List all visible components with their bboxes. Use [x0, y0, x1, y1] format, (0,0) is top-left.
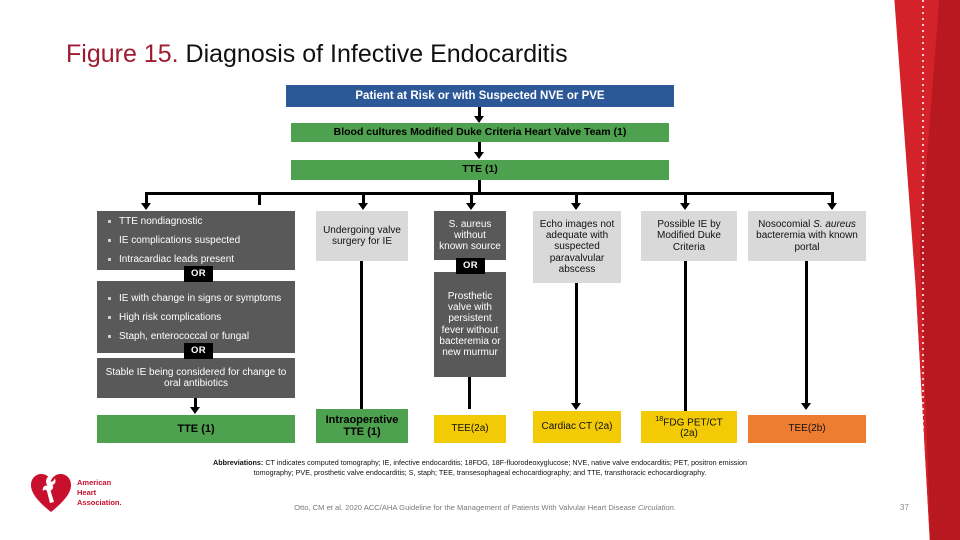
bracket-stem [478, 180, 481, 194]
bracket-drop-5 [575, 192, 578, 205]
abbreviations-label: Abbreviations: [213, 458, 264, 467]
arrow-to-col5 [680, 203, 690, 210]
col3-criteria-block-1: S. aureus without known source [434, 211, 506, 260]
col5-connector-to-result [684, 261, 687, 411]
figure-number: Figure 15. [66, 40, 179, 68]
col3-or-badge: OR [456, 258, 486, 274]
col6-result-box: TEE(2b) [748, 415, 866, 443]
col1-arrow-to-result [190, 407, 200, 414]
col2-criteria-block-1: Undergoing valve surgery for IE [316, 211, 408, 261]
col1-criteria-block-2: IE with change in signs or symptoms High… [97, 281, 295, 353]
col5-result-box: 18FDG PET/CT (2a) [641, 411, 737, 443]
col5-result-text: FDG PET/CT (2a) [663, 416, 723, 440]
bracket-drop-7 [831, 192, 834, 205]
col4-result-box: Cardiac CT (2a) [533, 411, 621, 443]
col1-result-box: TTE (1) [97, 415, 295, 443]
col6-criteria-text: Nosocomial S. aureus bacteremia with kno… [756, 219, 858, 253]
col1-bullet-list-2: IE with change in signs or symptoms High… [97, 286, 295, 349]
col5-criteria-block-1: Possible IE by Modified Duke Criteria [641, 211, 737, 261]
connector-header-to-step2 [478, 107, 481, 118]
list-item: TTE nondiagnostic [108, 216, 286, 228]
connector-step2-to-step3 [478, 142, 481, 154]
col4-arrow-to-result [571, 403, 581, 410]
aha-heart-torch-icon [30, 472, 72, 514]
arrow-header-to-step2 [474, 116, 484, 123]
bracket-drop-1 [145, 192, 148, 205]
col2-result-box: Intraoperative TTE (1) [316, 409, 408, 443]
arrow-to-col1 [141, 203, 151, 210]
bracket-drop-6 [684, 192, 687, 205]
citation-journal: Circulation. [637, 503, 676, 512]
col5-result-label: 18FDG PET/CT (2a) [646, 413, 732, 440]
aha-logo-line-3: Association. [77, 497, 122, 507]
col1-or-badge-1: OR [184, 266, 214, 282]
ribbon-shape-shadow [920, 0, 960, 540]
arrow-step2-to-step3 [474, 152, 484, 159]
col4-connector-to-result [575, 283, 578, 405]
aha-logo-line-1: American [77, 478, 112, 487]
list-item: Intracardiac leads present [108, 254, 286, 266]
aha-logo-text: American Heart Association. [77, 478, 122, 507]
col3-connector-to-result [468, 377, 471, 409]
col1-connector-to-result [194, 398, 197, 409]
arrow-to-col6 [827, 203, 837, 210]
col5-result-superscript: 18 [655, 413, 664, 423]
arrow-to-col2 [358, 203, 368, 210]
ribbon-shape-primary [894, 0, 960, 540]
citation: Otto, CM et al. 2020 ACC/AHA Guideline f… [215, 503, 755, 512]
col6-arrow-to-result [801, 403, 811, 410]
col1-bullet-list-1: TTE nondiagnostic IE complications suspe… [97, 209, 295, 272]
list-item: High risk complications [108, 312, 286, 324]
flow-step2-box: Blood cultures Modified Duke Criteria He… [291, 123, 669, 142]
decorative-red-ribbon [880, 0, 960, 540]
col1-criteria-block-1: TTE nondiagnostic IE complications suspe… [97, 211, 295, 270]
bracket-horizontal [145, 192, 834, 195]
col1-criteria-block-3: Stable IE being considered for change to… [97, 358, 295, 398]
aha-logo-line-2: Heart [77, 487, 97, 497]
page-number: 37 [900, 503, 909, 512]
col6-criteria-block-1: Nosocomial S. aureus bacteremia with kno… [748, 211, 866, 261]
ribbon-shape-white [904, 280, 930, 540]
list-item: Staph, enterococcal or fungal [108, 331, 286, 343]
page-title: Figure 15. Diagnosis of Infective Endoca… [66, 40, 568, 69]
list-item: IE with change in signs or symptoms [108, 293, 286, 305]
ribbon-dotted-line [922, 0, 924, 540]
list-item: IE complications suspected [108, 235, 286, 247]
col3-criteria-block-2: Prosthetic valve with persistent fever w… [434, 272, 506, 377]
organism-name-italic: S. aureus [813, 219, 856, 231]
flow-header-box: Patient at Risk or with Suspected NVE or… [286, 85, 674, 107]
citation-text: Otto, CM et al. 2020 ACC/AHA Guideline f… [294, 503, 638, 512]
col6-connector-to-result [805, 261, 808, 405]
abbreviations-note: Abbreviations: CT indicates computed tom… [195, 458, 765, 478]
figure-title: Diagnosis of Infective Endocarditis [185, 40, 568, 68]
col2-connector-to-result [360, 261, 363, 409]
arrow-to-col3 [466, 203, 476, 210]
bracket-drop-4 [470, 192, 473, 205]
col1-or-badge-2: OR [184, 343, 214, 359]
aha-logo: American Heart Association. [30, 470, 150, 518]
flow-step3-box: TTE (1) [291, 160, 669, 180]
abbreviations-text: CT indicates computed tomography; IE, in… [253, 458, 747, 478]
bracket-drop-2 [258, 192, 261, 205]
bracket-drop-3 [362, 192, 365, 205]
col4-criteria-block-1: Echo images not adequate with suspected … [533, 211, 621, 283]
arrow-to-col4 [571, 203, 581, 210]
col3-result-box: TEE(2a) [434, 415, 506, 443]
